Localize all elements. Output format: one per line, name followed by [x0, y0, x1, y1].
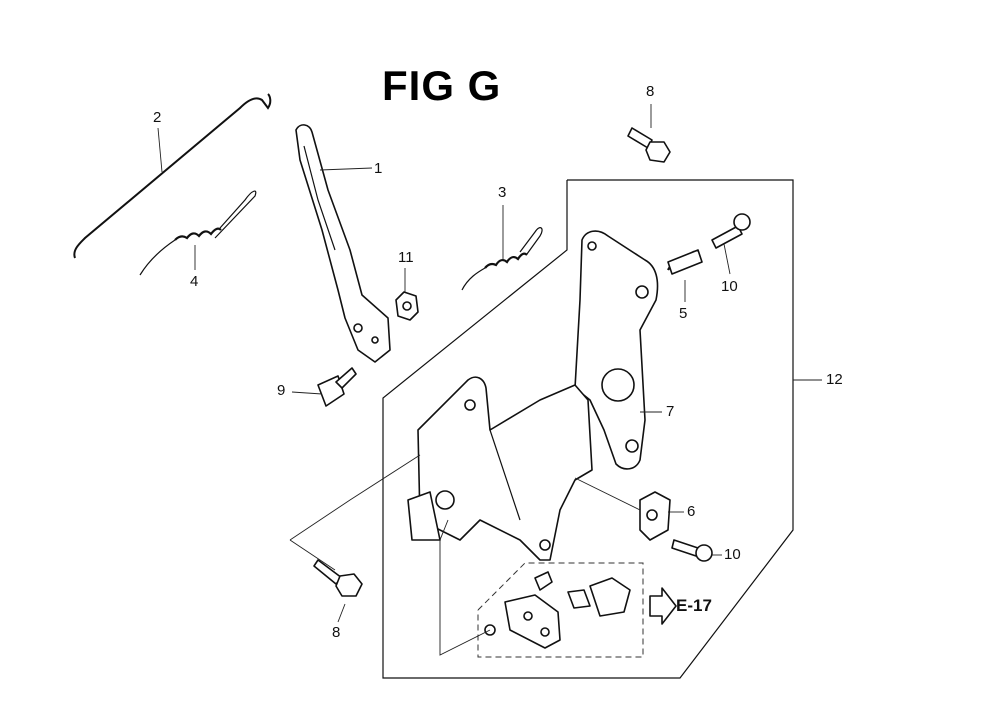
screw-9: [291, 367, 357, 407]
callout-8-top: 8: [646, 83, 655, 100]
callout-12: 12: [826, 371, 843, 388]
main-bracket: [407, 376, 593, 561]
bolt-8-top: [627, 104, 671, 163]
throttle-lever: [295, 124, 391, 363]
spring-4: [139, 190, 257, 276]
callout-10-bottom: 10: [724, 546, 741, 563]
callout-6: 6: [687, 503, 696, 520]
callout-8-bottom: 8: [332, 624, 341, 641]
control-rod: [73, 93, 272, 259]
callout-1: 1: [374, 160, 383, 177]
bolt-10-bottom: [671, 539, 722, 562]
callout-10-top: 10: [721, 278, 738, 295]
callout-7: 7: [666, 403, 675, 420]
callout-3: 3: [498, 184, 507, 201]
callout-4: 4: [190, 273, 199, 290]
nut-11: [395, 268, 419, 321]
sub-assembly-e17: [439, 519, 677, 658]
callout-9: 9: [277, 382, 286, 399]
figure-title: FIG G: [382, 62, 502, 109]
callout-5: 5: [679, 305, 688, 322]
reference-e17: E-17: [676, 596, 712, 615]
callout-11: 11: [398, 249, 414, 266]
control-plate: [574, 230, 662, 470]
callout-2: 2: [153, 109, 162, 126]
stopper-6: [574, 477, 684, 541]
spring-3: [461, 205, 543, 291]
bolt-10-top: [711, 213, 751, 275]
spring-5: [667, 249, 703, 302]
assembly-outline: [382, 179, 822, 679]
bolt-8-bottom: [289, 454, 421, 623]
